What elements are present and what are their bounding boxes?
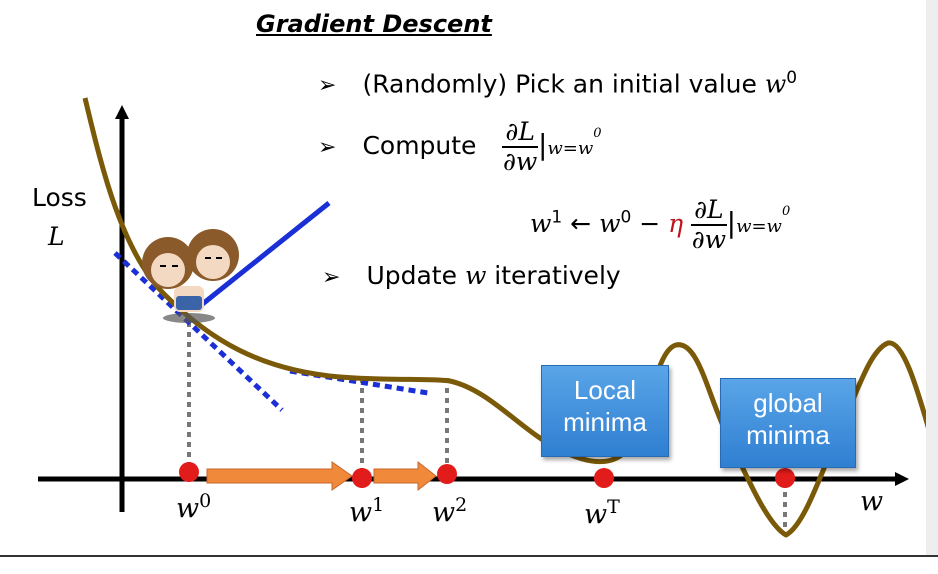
superscript: 0 — [620, 207, 632, 228]
x-axis-label: w — [860, 486, 884, 517]
derivative-fraction: ∂L ∂w — [502, 118, 538, 176]
box-line-2: minima — [746, 420, 830, 450]
fraction-denominator: ∂w — [503, 147, 538, 176]
superscript: 0 — [199, 490, 212, 512]
loss-label-text: Loss — [32, 183, 87, 212]
point-global-min — [775, 468, 795, 488]
point-w0 — [179, 462, 199, 482]
superscript: T — [607, 496, 620, 518]
point-w1 — [352, 468, 372, 488]
label-w0: w0 — [176, 490, 211, 524]
subscript-superscript: 0 — [781, 204, 791, 219]
box-line-2: minima — [563, 407, 647, 437]
loss-axis-label: Loss — [32, 183, 87, 212]
monkey-illustration — [142, 229, 239, 323]
label-w1: w1 — [349, 494, 384, 528]
minus-sign: − — [631, 209, 669, 238]
fraction-numerator: ∂L — [691, 196, 727, 226]
update-rule-equation: w1 ← w0 − η ∂L ∂w |w=w0 — [530, 196, 790, 254]
bullet-text: iteratively — [486, 261, 621, 290]
bullet-arrow-icon: ➢ — [318, 73, 337, 99]
bullet-compute-gradient: ➢ Compute ∂L ∂w |w=w0 — [318, 118, 602, 176]
w-variable: w — [764, 69, 787, 99]
tangent-line-w0 — [113, 251, 284, 412]
fraction-numerator: ∂L — [502, 118, 538, 148]
superscript: 1 — [372, 494, 385, 516]
step-arrow-2 — [373, 460, 437, 492]
box-line-1: Local — [573, 375, 637, 405]
subscript-superscript: 0 — [593, 126, 602, 141]
w-variable: w — [349, 497, 373, 528]
local-minima-box: Local minima — [541, 365, 669, 457]
evaluation-bar: | — [726, 206, 737, 239]
w-variable: w — [584, 499, 608, 530]
point-wT — [594, 468, 614, 488]
w-variable: w — [599, 209, 621, 238]
right-edge-strip — [926, 0, 938, 555]
evaluation-bar: | — [537, 128, 548, 161]
bullet-text: (Randomly) Pick an initial value — [362, 69, 765, 99]
assign-arrow: ← — [562, 209, 600, 238]
box-line-1: global — [753, 388, 823, 418]
point-w2 — [437, 464, 457, 484]
bullet-text: Compute — [362, 131, 477, 160]
w-variable: w — [530, 209, 552, 238]
bottom-edge-strip — [0, 555, 938, 574]
bullet-update-iteratively: ➢ Update w iteratively — [322, 260, 621, 294]
superscript: 2 — [455, 494, 468, 516]
derivative-fraction: ∂L ∂w — [691, 196, 727, 254]
fraction-denominator: ∂w — [691, 225, 727, 254]
global-minima-box: global minima — [720, 378, 856, 468]
step-arrow-1 — [206, 461, 353, 491]
evaluation-subscript: w=w — [547, 138, 594, 159]
w-variable: w — [464, 261, 487, 290]
bullet-arrow-icon: ➢ — [318, 135, 337, 160]
superscript: 1 — [551, 207, 563, 228]
w-variable: w — [432, 497, 456, 528]
w-variable: w — [176, 493, 200, 524]
bullet-arrow-icon: ➢ — [322, 265, 341, 290]
label-wT: wT — [584, 496, 620, 530]
bullet-text: Update — [366, 261, 465, 290]
learning-rate-eta: η — [668, 209, 684, 238]
bullet-pick-initial: ➢ (Randomly) Pick an initial value w0 — [318, 62, 797, 102]
superscript: 0 — [786, 68, 798, 88]
slide-title: Gradient Descent — [256, 10, 492, 38]
label-w2: w2 — [432, 494, 467, 528]
evaluation-subscript: w=w — [736, 216, 782, 237]
loss-axis-variable: L — [48, 222, 65, 251]
direction-line — [193, 201, 331, 312]
